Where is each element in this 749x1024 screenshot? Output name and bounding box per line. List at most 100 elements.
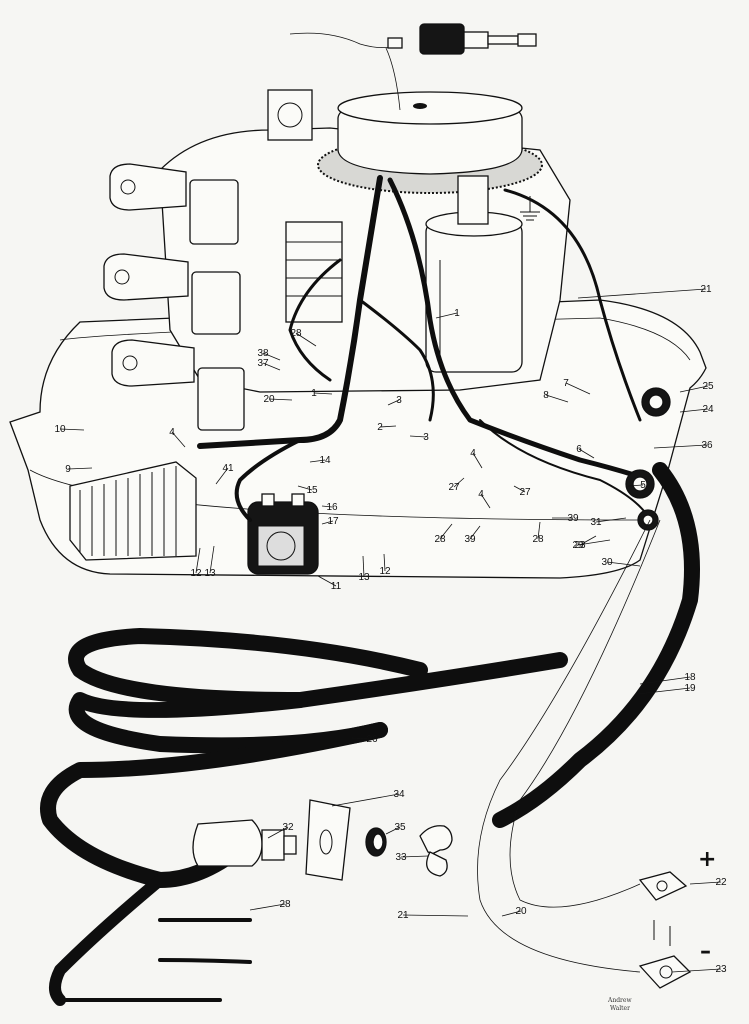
- callout-label-c3b: 3: [423, 432, 429, 443]
- callout-label-c20a: 20: [263, 394, 275, 405]
- callout-label-c32: 32: [282, 822, 294, 833]
- callout-leader-c12a: [195, 547, 201, 574]
- callout-leader-c20a: [268, 398, 293, 401]
- callout-label-c37: 37: [257, 358, 269, 369]
- callout-label-c4c: 4: [478, 489, 484, 500]
- artist-signature-line: Andrew: [607, 997, 632, 1004]
- ground-icon: [520, 196, 540, 221]
- callout-leader-c33: [400, 855, 429, 858]
- callout-leader-c3a: [387, 399, 400, 406]
- callout-label-c39a: 39: [464, 534, 476, 545]
- callout-leader-c20b: [501, 910, 522, 917]
- callout-leader-c22: [689, 881, 722, 885]
- main-cable-harness: [40, 462, 700, 1006]
- callout-label-c28c: 28: [532, 534, 544, 545]
- callout-leader-c34: [331, 793, 400, 807]
- callout-label-c15: 15: [306, 485, 318, 496]
- mounting-plate: [305, 799, 351, 881]
- callout-leader-c24: [679, 408, 709, 413]
- ignition-switch: [192, 819, 297, 867]
- callout-label-c41: 41: [222, 463, 234, 474]
- switch-nut: [365, 827, 387, 857]
- callout-label-c2: 2: [377, 422, 383, 433]
- battery-leads: [477, 519, 661, 973]
- callout-leader-c7: [565, 382, 591, 395]
- callout-label-c10: 10: [54, 424, 66, 435]
- callout-label-c16: 16: [326, 502, 338, 513]
- callout-label-c26: 26: [366, 734, 378, 745]
- callout-leader-c4b: [472, 452, 483, 469]
- callout-label-c23a: 23: [715, 964, 727, 975]
- callout-leader-c1b: [313, 392, 333, 395]
- callout-leader-c17: [321, 520, 334, 525]
- rectifier-heat-sink: [69, 461, 197, 561]
- callout-leader-c15: [297, 485, 313, 491]
- callout-label-c17: 17: [327, 516, 339, 527]
- callout-leader-c28a: [295, 332, 317, 347]
- callout-label-c11: 11: [331, 581, 342, 592]
- callout-leader-c26: [351, 737, 373, 740]
- harness-connectors: [625, 387, 671, 531]
- callout-leader-c6: [578, 448, 595, 459]
- callout-leader-c27b: [513, 485, 526, 493]
- callout-label-c21b: 21: [397, 910, 409, 921]
- callout-label-c5: 5: [640, 480, 646, 491]
- callout-label-c14: 14: [319, 455, 331, 466]
- callout-leader-c11: [317, 575, 337, 587]
- callout-label-c13b: 13: [358, 572, 370, 583]
- callout-leader-c38: [262, 352, 281, 361]
- callout-label-c27a: 27: [448, 482, 460, 493]
- battery-terminal-negative: [638, 920, 692, 989]
- callout-label-c1a: 1: [454, 308, 460, 319]
- callout-leader-c35: [385, 826, 401, 835]
- callout-label-c39b: 39: [567, 513, 579, 524]
- callout-leader-c14: [309, 459, 326, 463]
- callout-label-c18: 18: [684, 672, 696, 683]
- callout-leader-c28c: [537, 521, 541, 540]
- callout-leader-c13b: [362, 555, 365, 578]
- callout-leader-c41: [215, 467, 229, 485]
- callout-label-c27b: 27: [519, 487, 531, 498]
- callout-leader-c5: [627, 484, 644, 487]
- callout-label-c36: 36: [701, 440, 713, 451]
- starter-motor: [425, 175, 523, 373]
- callout-label-c22: 22: [715, 877, 727, 888]
- callout-leader-c37: [262, 362, 281, 371]
- callout-label-c34: 34: [393, 789, 405, 800]
- callout-label-c38: 38: [257, 348, 269, 359]
- callout-leader-c10: [59, 428, 85, 431]
- negative-terminal-symbol: –: [700, 939, 711, 964]
- callout-label-c3a: 3: [396, 395, 402, 406]
- callout-label-c28b: 28: [434, 534, 446, 545]
- callout-leader-c4c: [480, 493, 491, 509]
- callout-label-c4a: 4: [169, 427, 175, 438]
- callout-label-c1b: 1: [311, 388, 317, 399]
- artist-signature-line: Walter: [610, 1005, 630, 1012]
- callout-leader-c27a: [453, 477, 465, 488]
- callout-leader-c30: [606, 561, 641, 567]
- callout-label-c35: 35: [394, 822, 406, 833]
- callout-label-c25: 25: [702, 381, 714, 392]
- starter-solenoid: [247, 493, 319, 575]
- callout-leader-c16: [321, 505, 333, 508]
- callout-leader-c2: [379, 425, 397, 428]
- callout-leader-c23a: [671, 968, 722, 973]
- callout-label-c6: 6: [576, 444, 582, 455]
- callout-label-c24: 24: [702, 404, 714, 415]
- callout-leader-c39a: [469, 525, 481, 540]
- callout-label-c31: 31: [590, 517, 602, 528]
- callout-leader-c31: [595, 517, 627, 523]
- callout-leader-c18: [639, 676, 691, 685]
- callout-leader-c1a: [435, 312, 458, 319]
- choke-solenoid: [289, 23, 537, 111]
- callout-leader-c29: [577, 539, 611, 546]
- callout-label-c23b: 23: [574, 540, 586, 551]
- callout-label-c12a: 12: [190, 568, 202, 579]
- callout-label-c29: 29: [572, 540, 584, 551]
- callout-leader-c9: [67, 467, 93, 470]
- callout-leader-c3b: [409, 435, 427, 438]
- callout-label-c21a: 21: [700, 284, 712, 295]
- callout-leader-c36: [653, 444, 708, 449]
- callout-label-c33: 33: [395, 852, 407, 863]
